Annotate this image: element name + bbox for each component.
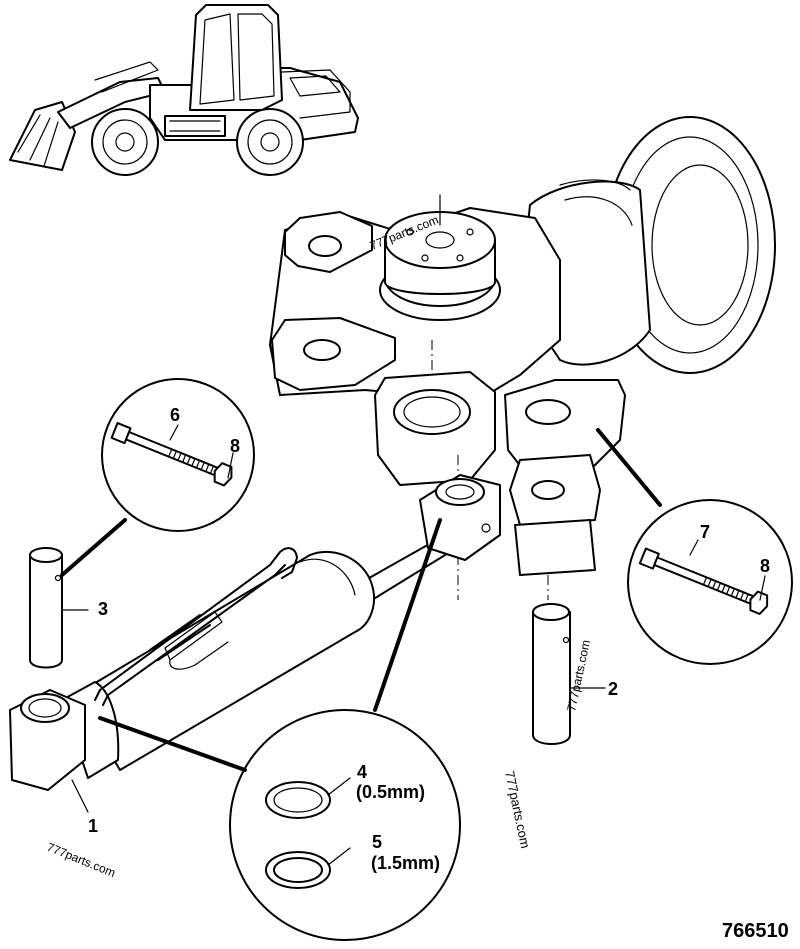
leader-lines (61, 424, 766, 866)
callout-8-lower: 8 (760, 556, 770, 576)
callout-3: 3 (98, 599, 108, 619)
callout-5-thickness: (1.5mm) (371, 853, 440, 873)
diagram-id: 766510 (722, 920, 789, 942)
steering-knuckle-assembly (269, 116, 776, 600)
callout-7: 7 (700, 522, 710, 542)
pin-2 (532, 603, 571, 745)
watermark-bottom-left: 777parts.com (45, 840, 118, 880)
detail-circle-bolt-6 (60, 378, 255, 577)
callout-2: 2 (608, 679, 618, 699)
pin-3 (29, 547, 63, 669)
callout-5: 5 (372, 832, 382, 852)
detail-circle-shims (98, 518, 461, 941)
callout-4-thickness: (0.5mm) (356, 782, 425, 802)
watermark-center: 777parts.com (502, 770, 533, 850)
callout-1: 1 (88, 816, 98, 836)
detail-circle-bolt-7 (596, 428, 793, 665)
callout-8-upper: 8 (230, 436, 240, 456)
callout-4: 4 (357, 762, 367, 782)
wheel-loader-thumbnail (9, 4, 359, 176)
steering-cylinder (9, 474, 501, 791)
callout-6: 6 (170, 405, 180, 425)
